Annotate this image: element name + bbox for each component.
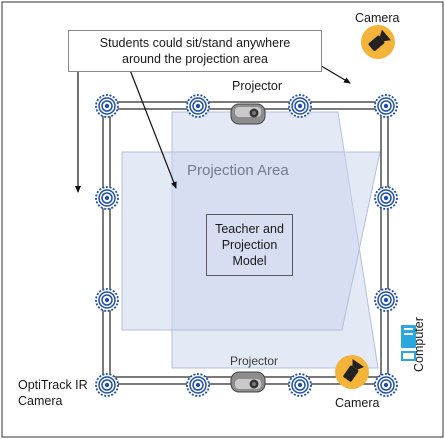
optitrack-ir-camera-icon (95, 288, 119, 312)
computer-icon (401, 325, 416, 361)
optitrack-ir-camera-icon (95, 186, 119, 210)
callout-line-2: around the projection area (122, 52, 268, 66)
optitrack-ir-camera-icon (374, 186, 398, 210)
teacher-model-box: Teacher and Projection Model (206, 214, 293, 276)
optitrack-ir-camera-icon (95, 94, 119, 118)
optitrack-ir-camera-icon (95, 373, 119, 397)
optitrack-ir-camera-icon (288, 94, 312, 118)
camera-bottom-label: Camera (335, 396, 380, 410)
projector-bottom-label: Projector (230, 354, 279, 368)
optitrack-label: OptiTrack IR Camera (18, 378, 88, 408)
optitrack-ir-camera-icon (186, 94, 210, 118)
optitrack-ir-camera-icon (374, 94, 398, 118)
projection-trapezoid-b (121, 151, 381, 331)
arrow-to-camera (317, 63, 351, 84)
video-camera-icon (361, 25, 395, 59)
teacher-box-line-1: Teacher and (215, 222, 284, 236)
projector-icon (230, 103, 266, 125)
optitrack-ir-camera-icon (374, 288, 398, 312)
teacher-box-line-3: Model (232, 254, 267, 268)
students-callout: Students could sit/stand anywhere around… (68, 30, 322, 72)
callout-line-1: Students could sit/stand anywhere (99, 36, 291, 50)
projector-icon (230, 371, 266, 393)
video-camera-icon (335, 355, 369, 389)
teacher-box-line-2: Projection (221, 238, 278, 252)
projector-top-label: Projector (232, 79, 283, 93)
optitrack-ir-camera-icon (288, 373, 312, 397)
optitrack-ir-camera-icon (374, 373, 398, 397)
arrow-to-projection (129, 69, 177, 189)
computer-label: Computer (412, 317, 426, 372)
arrows (75, 50, 351, 193)
projection-area-label: Projection Area (187, 162, 289, 179)
projection-area (121, 111, 381, 369)
camera-top-label: Camera (355, 11, 400, 25)
optitrack-ir-camera-icon (186, 373, 210, 397)
